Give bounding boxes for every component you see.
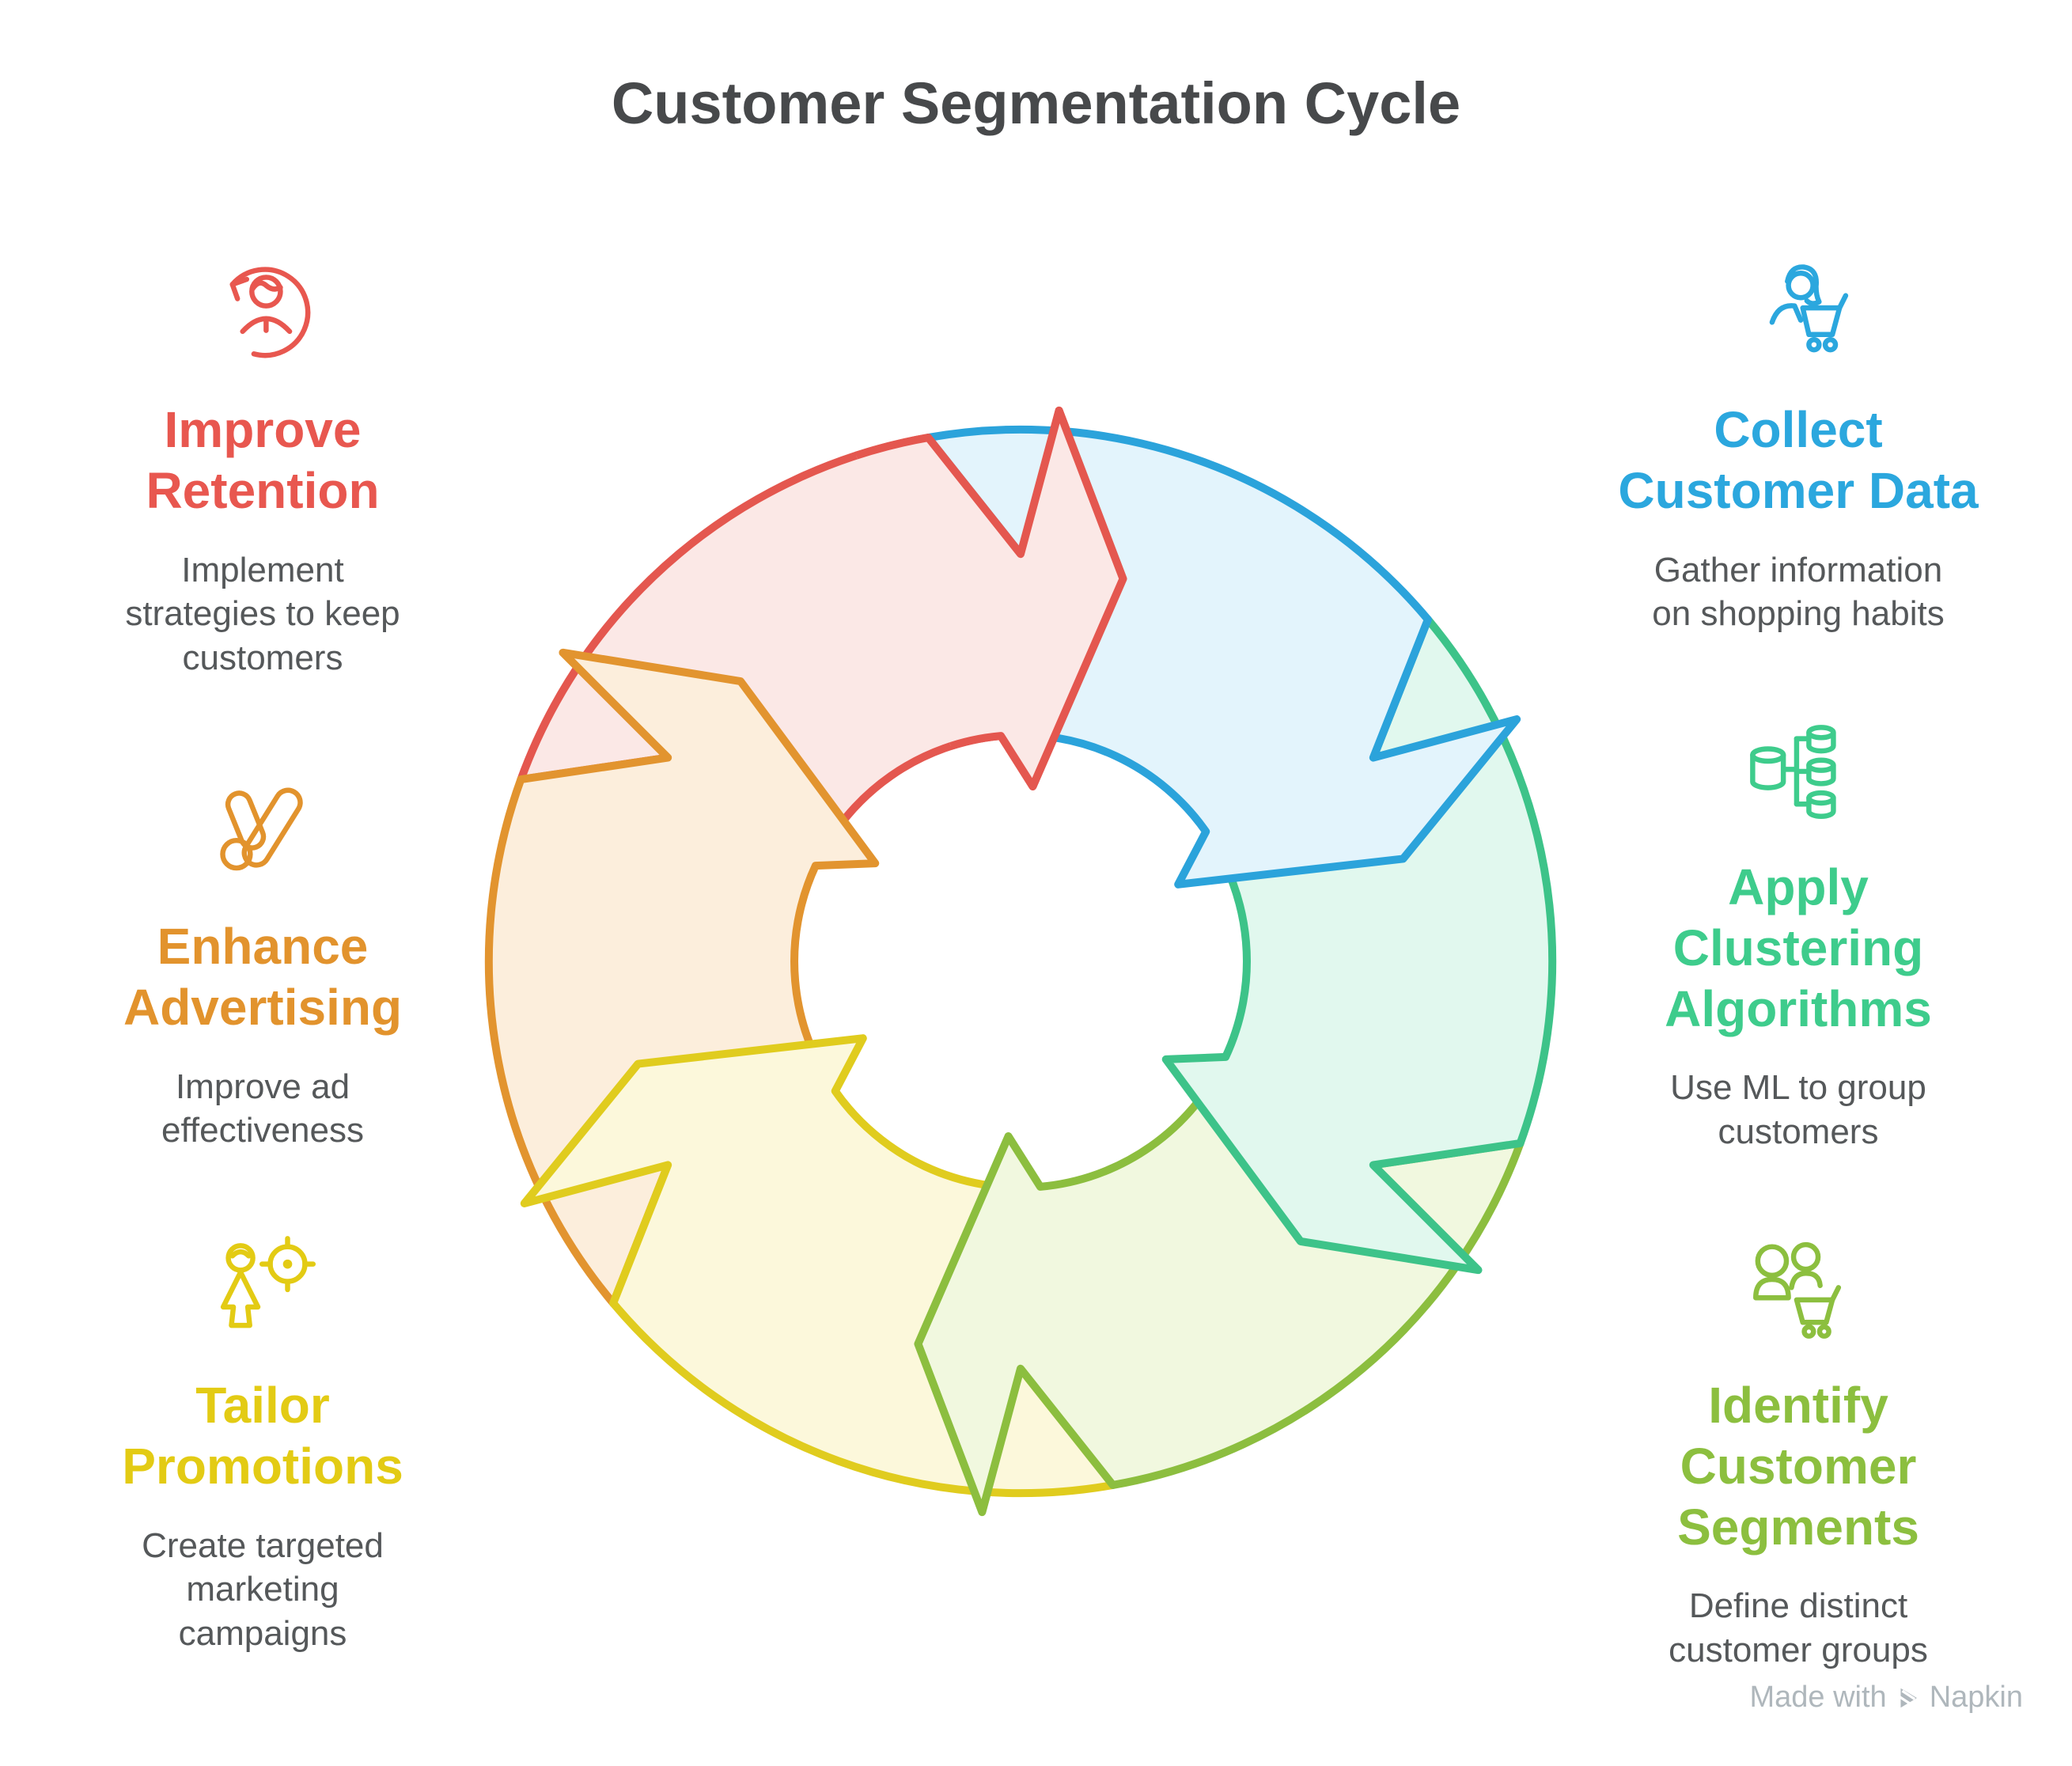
database-cluster-icon bbox=[1749, 725, 1836, 819]
ads-icon bbox=[219, 787, 303, 871]
person-target-icon bbox=[220, 1236, 316, 1328]
step-title: Apply Clustering Algorithms bbox=[1665, 858, 1932, 1037]
step-description: Create targeted marketing campaigns bbox=[142, 1525, 384, 1654]
shopper-cart-icon bbox=[1769, 264, 1848, 353]
made-with-napkin-watermark: Made with Napkin bbox=[1750, 1681, 2024, 1715]
step-title: Enhance Advertising bbox=[123, 918, 403, 1036]
step-identify-segments: Identify Customer Segments Define distin… bbox=[1576, 1230, 2021, 1673]
step-description: Gather information on shopping habits bbox=[1652, 550, 1945, 634]
step-title: Improve Retention bbox=[146, 401, 380, 519]
napkin-logo-icon bbox=[1896, 1688, 1917, 1707]
step-description: Define distinct customer groups bbox=[1669, 1586, 1928, 1670]
cycle-diagram bbox=[484, 406, 1557, 1517]
step-collect-customer-data: Collect Customer Data Gather information… bbox=[1576, 255, 2021, 636]
watermark-prefix: Made with bbox=[1749, 1681, 1887, 1714]
step-description: Improve ad effectiveness bbox=[161, 1067, 364, 1150]
step-enhance-advertising: Enhance Advertising Improve ad effective… bbox=[46, 771, 479, 1153]
person-refresh-icon bbox=[229, 267, 310, 358]
watermark-brand: Napkin bbox=[1929, 1681, 2023, 1714]
step-improve-retention: Improve Retention Implement strategies t… bbox=[46, 255, 479, 680]
page-title: Customer Segmentation Cycle bbox=[611, 70, 1461, 136]
step-apply-clustering: Apply Clustering Algorithms Use ML to gr… bbox=[1576, 712, 2021, 1154]
people-cart-icon bbox=[1752, 1241, 1841, 1339]
step-description: Use ML to group customers bbox=[1670, 1068, 1926, 1152]
step-description: Implement strategies to keep customers bbox=[125, 550, 400, 678]
step-tailor-promotions: Tailor Promotions Create targeted market… bbox=[46, 1230, 479, 1656]
step-title: Collect Customer Data bbox=[1618, 401, 1979, 519]
step-title: Identify Customer Segments bbox=[1677, 1377, 1919, 1556]
step-title: Tailor Promotions bbox=[122, 1377, 403, 1495]
